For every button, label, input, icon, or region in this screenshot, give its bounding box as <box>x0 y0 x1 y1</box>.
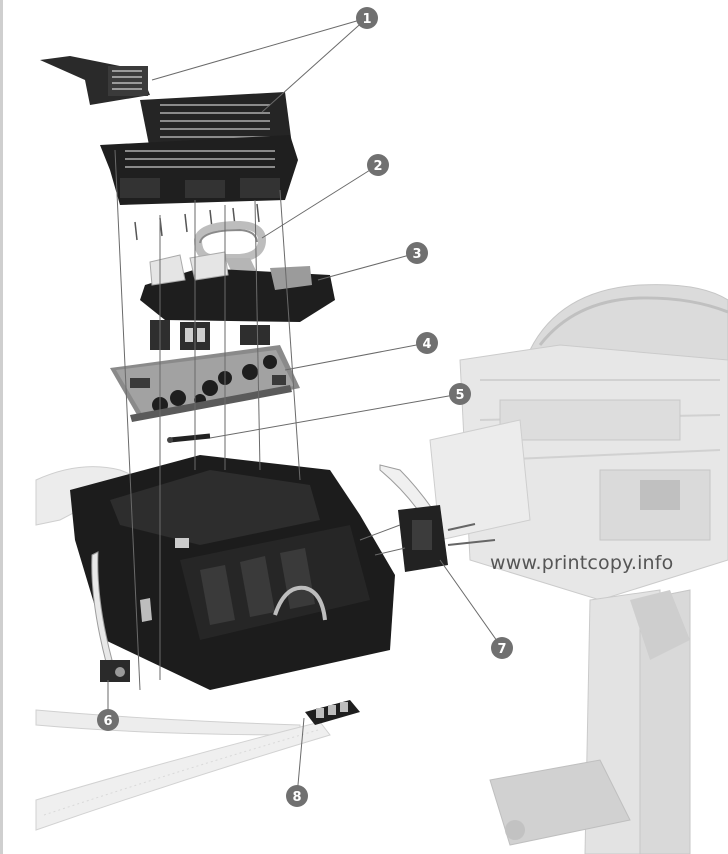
watermark-text: www.printcopy.info <box>490 552 674 574</box>
callout-2: 2 <box>367 154 389 176</box>
printer-chassis-background <box>429 284 728 854</box>
svg-text:6: 6 <box>103 714 112 729</box>
svg-text:7: 7 <box>497 642 506 657</box>
callout-5: 5 <box>449 383 471 405</box>
part-5-cable <box>167 433 211 443</box>
part-1-top-covers <box>40 56 298 205</box>
svg-text:8: 8 <box>292 790 301 805</box>
carriage-body <box>70 455 395 690</box>
svg-text:5: 5 <box>455 388 464 403</box>
callout-7: 7 <box>491 637 513 659</box>
part-6-flex-cable <box>91 551 130 682</box>
leader-lines <box>107 17 503 797</box>
part-4-pca-board <box>110 345 300 422</box>
part-7-encoder-module <box>379 464 496 572</box>
screws <box>134 203 260 241</box>
svg-text:4: 4 <box>422 337 431 352</box>
callout-8: 8 <box>286 785 308 807</box>
svg-text:3: 3 <box>412 247 421 262</box>
callout-3: 3 <box>406 242 428 264</box>
callout-4: 4 <box>416 332 438 354</box>
part-8-connector <box>305 700 360 725</box>
left-border <box>0 0 3 854</box>
callout-1: 1 <box>356 7 378 29</box>
svg-text:2: 2 <box>373 159 382 174</box>
callout-6: 6 <box>97 709 119 731</box>
svg-text:1: 1 <box>362 12 371 27</box>
